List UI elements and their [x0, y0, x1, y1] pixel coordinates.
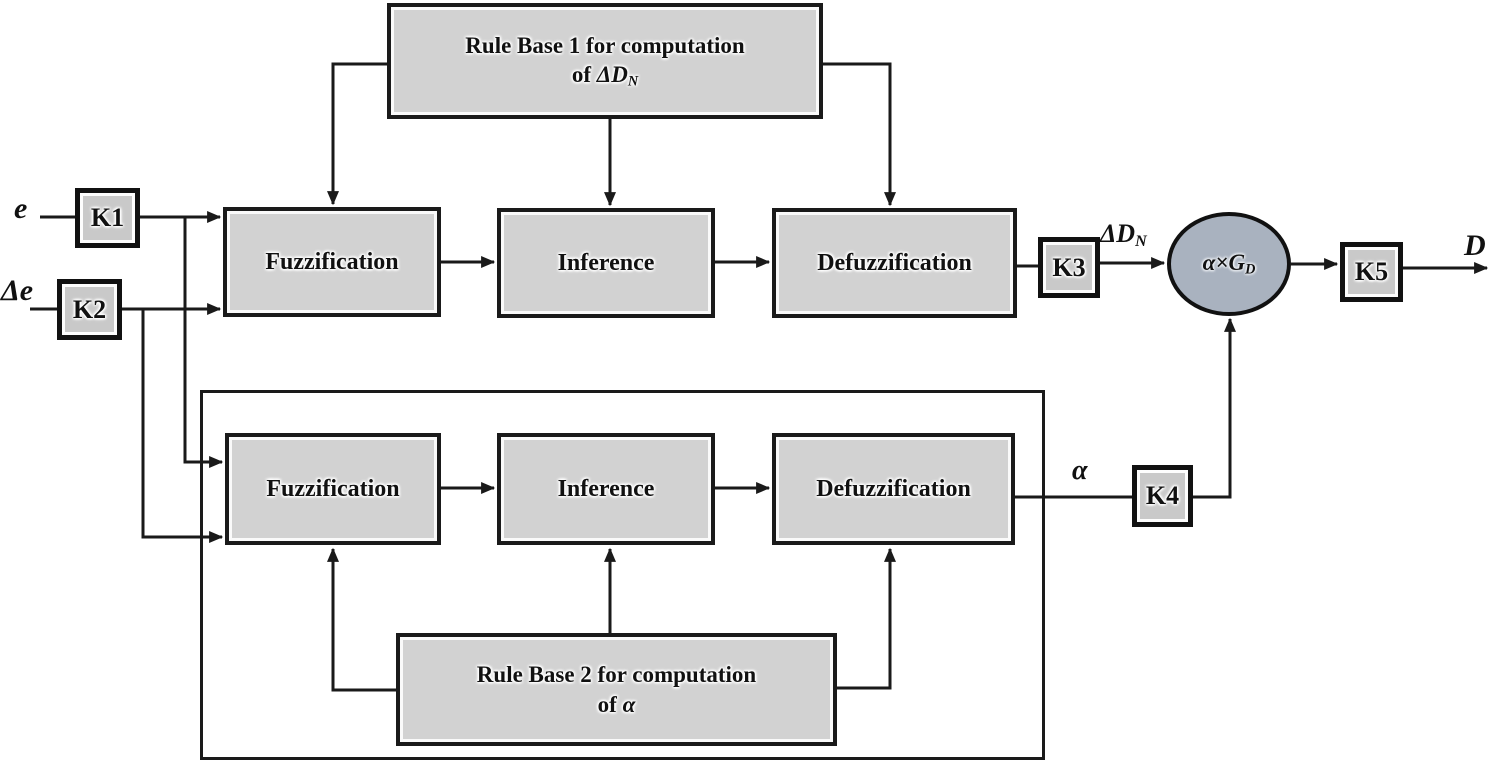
gain-k3-label: K3: [1052, 252, 1086, 282]
defuzzification-top-block: Defuzzification: [772, 208, 1017, 318]
wire-rulebase2-to-defuzzification-bottom: [837, 547, 896, 690]
rule-base-2-line2: of α: [597, 691, 636, 717]
rule-base-2-subsystem-container: [200, 390, 1045, 760]
output-d-label: D: [1464, 229, 1486, 262]
rule-base-1-block: Rule Base 1 for computation of ΔDN: [387, 3, 823, 119]
multiplier-label: α×GD: [1202, 249, 1256, 278]
inference-top-label: Inference: [557, 249, 655, 276]
inference-bottom-block: Inference: [497, 433, 715, 545]
gain-k4-label: K4: [1145, 481, 1180, 510]
wire-rulebase2-to-fuzzification-bottom: [327, 547, 396, 692]
delta-dn-signal-label: ΔDN: [1100, 219, 1147, 251]
wire-k1-branch-to-fuzzification-bottom: [183, 217, 224, 468]
gain-k2-label: K2: [72, 294, 107, 324]
rule-base-1-line1: Rule Base 1 for computation: [465, 32, 745, 58]
gain-k4-block: K4: [1132, 465, 1193, 527]
fuzzification-top-block: Fuzzification: [223, 207, 441, 317]
rule-base-1-line2: of ΔDN: [571, 62, 639, 90]
wire-k2-branch-to-fuzzification-bottom: [141, 309, 224, 543]
inference-bottom-label: Inference: [557, 475, 655, 502]
wire-rulebase1-to-fuzzification-top: [327, 62, 387, 206]
defuzzification-top-label: Defuzzification: [817, 249, 972, 276]
multiplier-circle: α×GD: [1167, 212, 1291, 316]
fuzzification-bottom-block: Fuzzification: [225, 433, 441, 545]
alpha-signal-label: α: [1072, 455, 1088, 486]
wire-k4-to-multiplier: [1193, 317, 1236, 499]
fuzzification-top-label: Fuzzification: [265, 248, 399, 275]
defuzzification-bottom-label: Defuzzification: [816, 475, 971, 502]
wire-rulebase1-to-defuzzification-top: [823, 62, 896, 207]
gain-k1-label: K1: [90, 203, 125, 232]
gain-k5-block: K5: [1340, 242, 1403, 302]
defuzzification-bottom-block: Defuzzification: [772, 433, 1015, 545]
gain-k3-block: K3: [1038, 237, 1100, 298]
fuzzification-bottom-label: Fuzzification: [266, 475, 400, 502]
gain-k1-block: K1: [75, 188, 140, 248]
input-e-label: e: [14, 192, 28, 225]
rule-base-2-block: Rule Base 2 for computation of α: [396, 633, 837, 746]
rule-base-2-line1: Rule Base 2 for computation: [476, 661, 757, 687]
inference-top-block: Inference: [497, 208, 715, 318]
input-delta-e-label: Δe: [1, 274, 34, 307]
gain-k5-label: K5: [1354, 257, 1389, 286]
gain-k2-block: K2: [57, 279, 122, 340]
